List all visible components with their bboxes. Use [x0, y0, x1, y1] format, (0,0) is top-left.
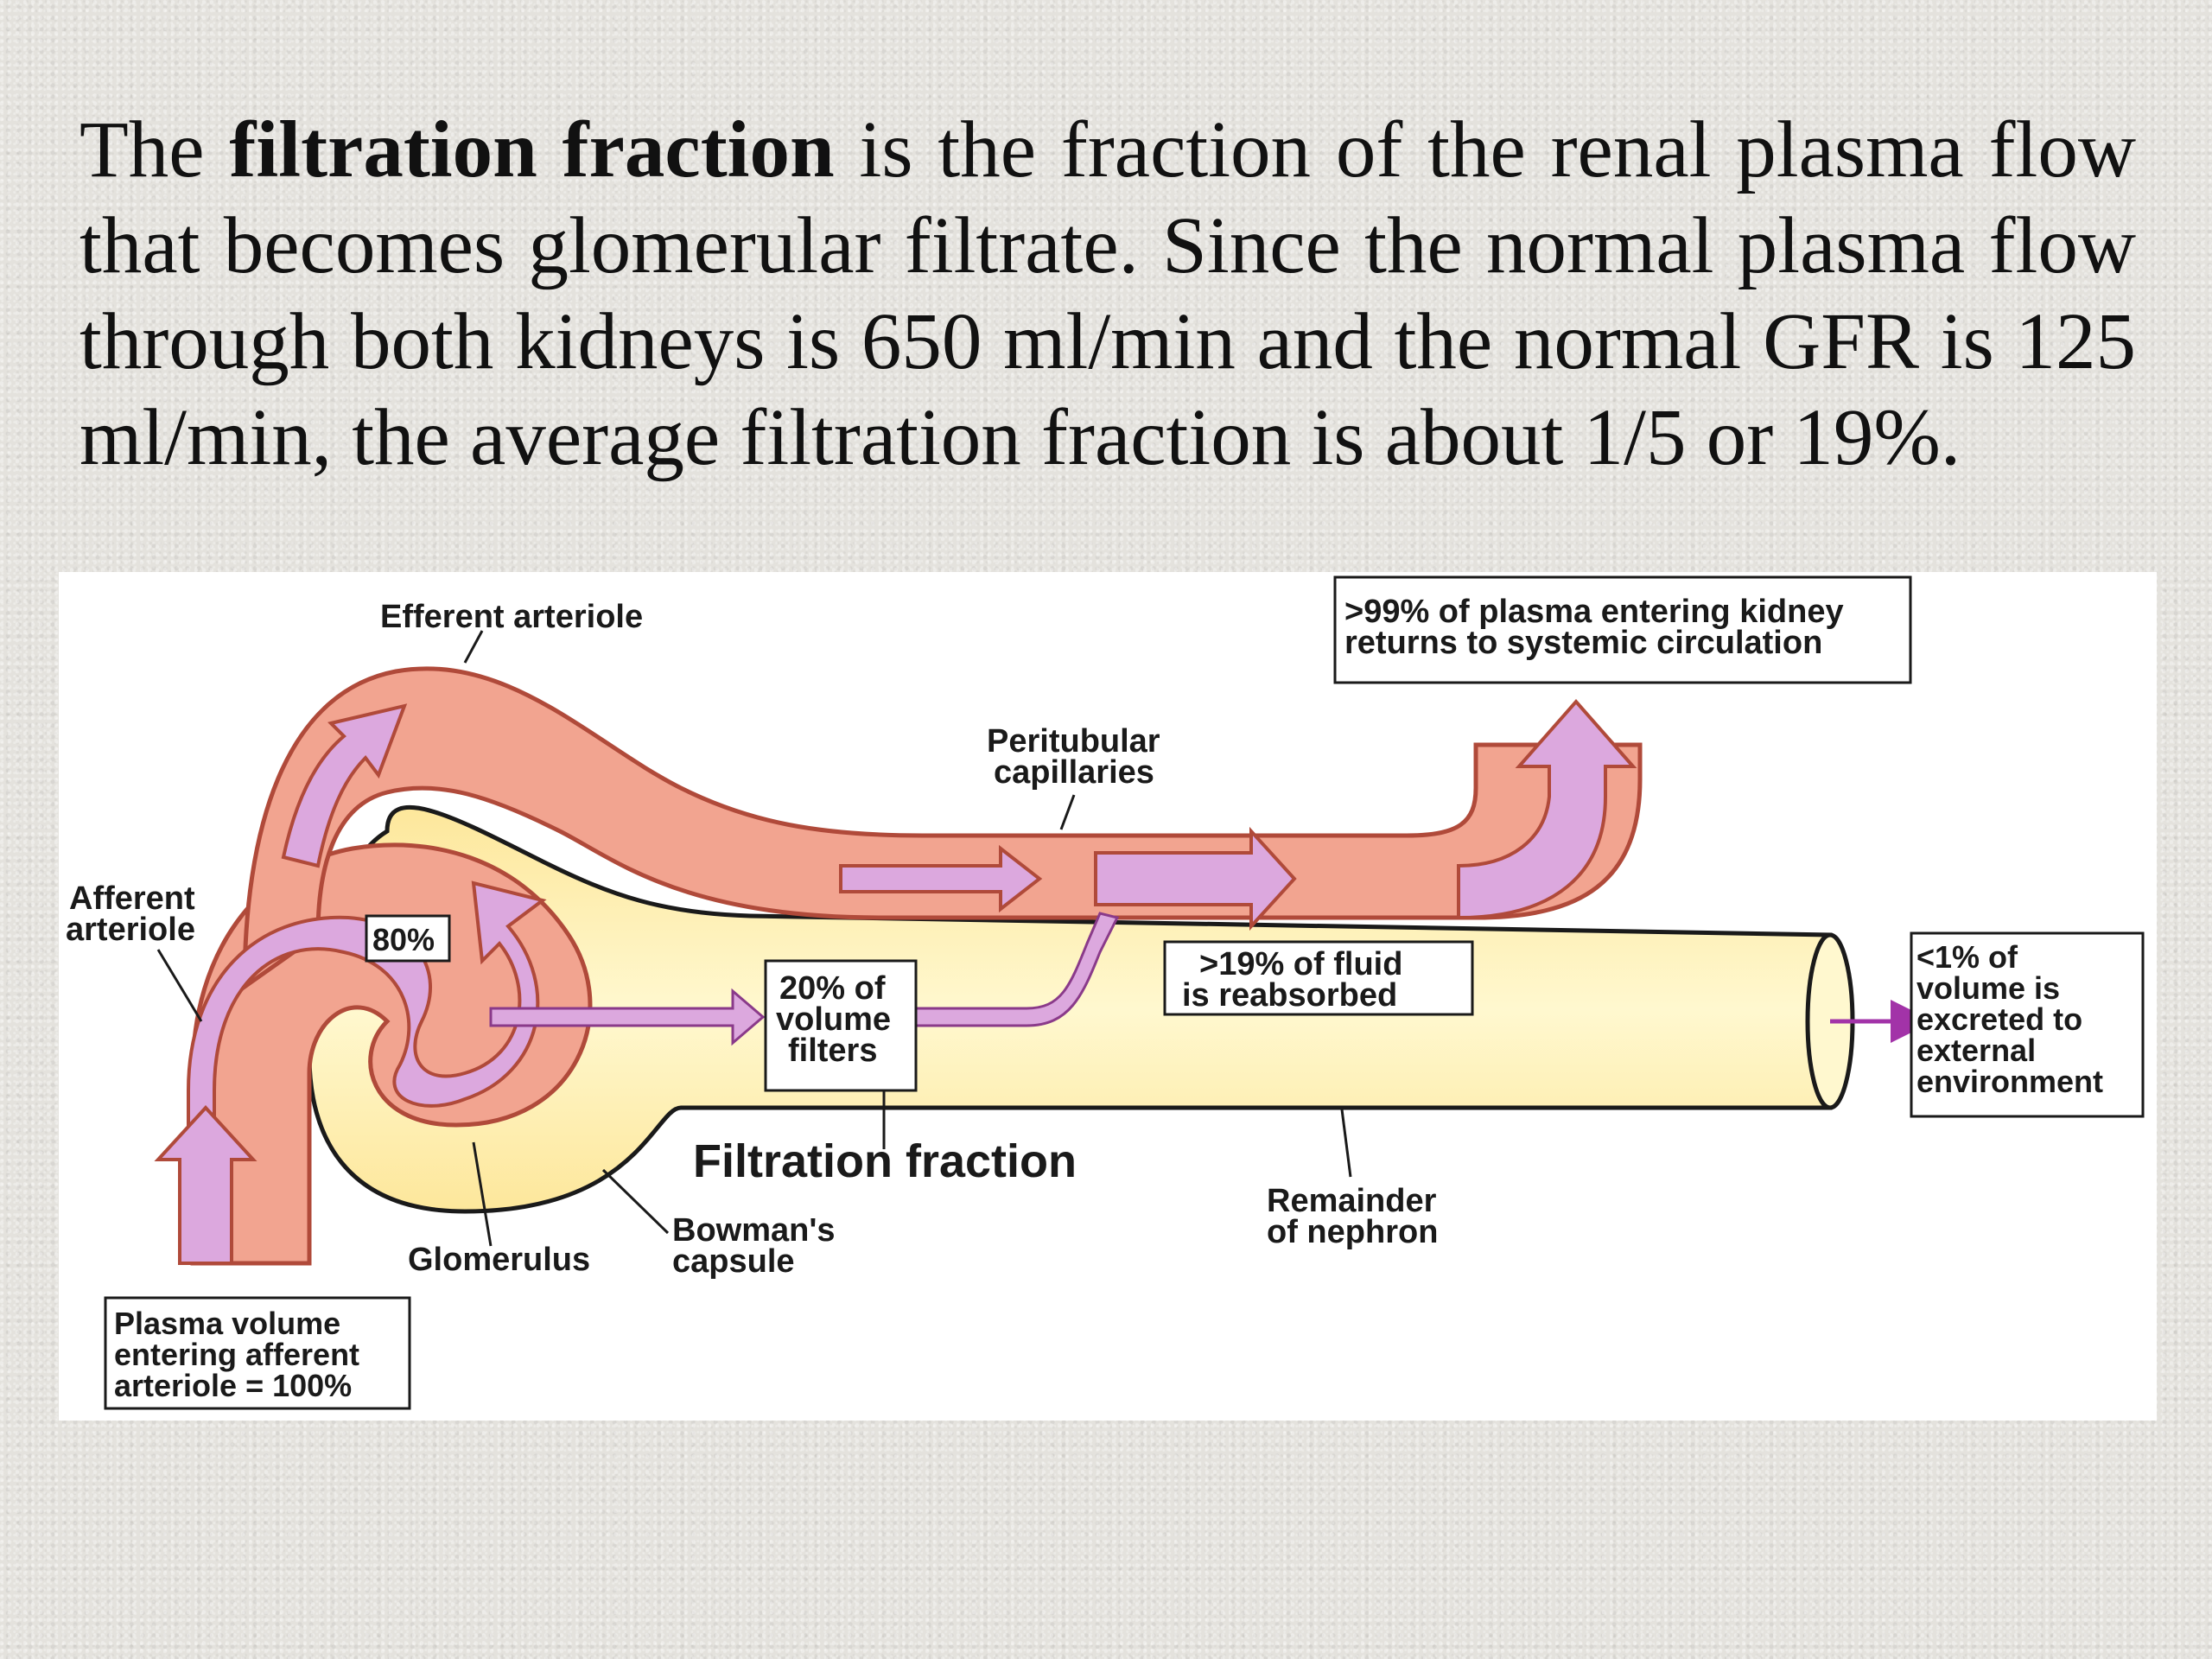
filters-box	[764, 959, 918, 1092]
glomerulus-leader	[472, 1141, 493, 1247]
reabsorbed-box	[1163, 940, 1474, 1016]
plasma-box	[104, 1296, 411, 1410]
pct80-box	[365, 914, 451, 963]
filtrate-arrow-icon	[489, 988, 766, 1046]
entry-arrow-icon	[154, 1105, 257, 1265]
reabsorbed-text-2: is reabsorbed	[1182, 977, 1397, 1014]
slide-text-pre: The	[79, 105, 230, 194]
efferent-arteriole-label: Efferent arteriole	[380, 599, 643, 635]
filters-text-3: filters	[788, 1033, 877, 1069]
excreted-text-3: excreted to	[1916, 1001, 2082, 1037]
flow-arrows	[154, 698, 1934, 1265]
plasma-text-2: entering afferent	[114, 1337, 359, 1372]
filters-text-1: 20% of	[779, 970, 886, 1007]
pct80-text: 80%	[372, 922, 435, 957]
remainder-label-2: of nephron	[1267, 1214, 1438, 1250]
peritubular-leader	[1059, 794, 1076, 830]
peritubular-label-2: capillaries	[994, 754, 1154, 791]
excreted-text-2: volume is	[1916, 970, 2060, 1006]
bowmans-label-2: capsule	[672, 1243, 795, 1280]
filtration-fraction-diagram: Efferent arteriole Afferent arteriole Pe…	[59, 572, 2157, 1421]
afferent-label-1: Afferent	[69, 880, 195, 917]
bowmans-label-1: Bowman's	[672, 1212, 836, 1249]
efferent-leader	[463, 630, 484, 664]
returns-box	[1333, 575, 1912, 684]
plasma-text-3: arteriole = 100%	[114, 1368, 352, 1403]
peritubular-arrow-2-icon	[1094, 826, 1297, 931]
peritubular-label-1: Peritubular	[987, 723, 1160, 760]
remainder-label-1: Remainder	[1267, 1183, 1437, 1219]
returns-text-2: returns to systemic circulation	[1344, 625, 1822, 661]
efferent-arrow-icon	[281, 703, 408, 868]
excreted-text-5: environment	[1916, 1064, 2103, 1099]
excreted-text-1: <1% of	[1916, 939, 2018, 975]
filtration-fraction-title: Filtration fraction	[693, 1135, 1077, 1187]
slide-text-bold: filtration fraction	[229, 105, 835, 194]
filters-text-2: volume	[776, 1001, 891, 1038]
bowmans-leader	[601, 1168, 670, 1235]
return-arrow-icon	[1457, 698, 1637, 920]
slide-text: The filtration fraction is the fraction …	[79, 102, 2136, 486]
diagram-svg: Efferent arteriole Afferent arteriole Pe…	[66, 575, 2145, 1410]
returns-text-1: >99% of plasma entering kidney	[1344, 594, 1844, 630]
reabsorbed-text-1: >19% of fluid	[1199, 946, 1402, 982]
peritubular-arrow-1-icon	[839, 844, 1043, 913]
afferent-label-2: arteriole	[66, 912, 195, 948]
plasma-text-1: Plasma volume	[114, 1306, 340, 1341]
efferent-peritubular-vessel	[242, 666, 1643, 991]
reabsorption-arrow-icon	[904, 912, 1120, 1027]
excreted-box	[1910, 931, 2145, 1118]
leader-lines	[156, 630, 1352, 1247]
excreted-text-4: external	[1916, 1033, 2036, 1068]
remainder-leader	[1340, 1109, 1352, 1178]
glomerulus-label: Glomerulus	[408, 1242, 590, 1278]
slide-text-post: is the fraction of the renal plasma flow…	[79, 105, 2136, 482]
afferent-leader	[156, 949, 203, 1022]
